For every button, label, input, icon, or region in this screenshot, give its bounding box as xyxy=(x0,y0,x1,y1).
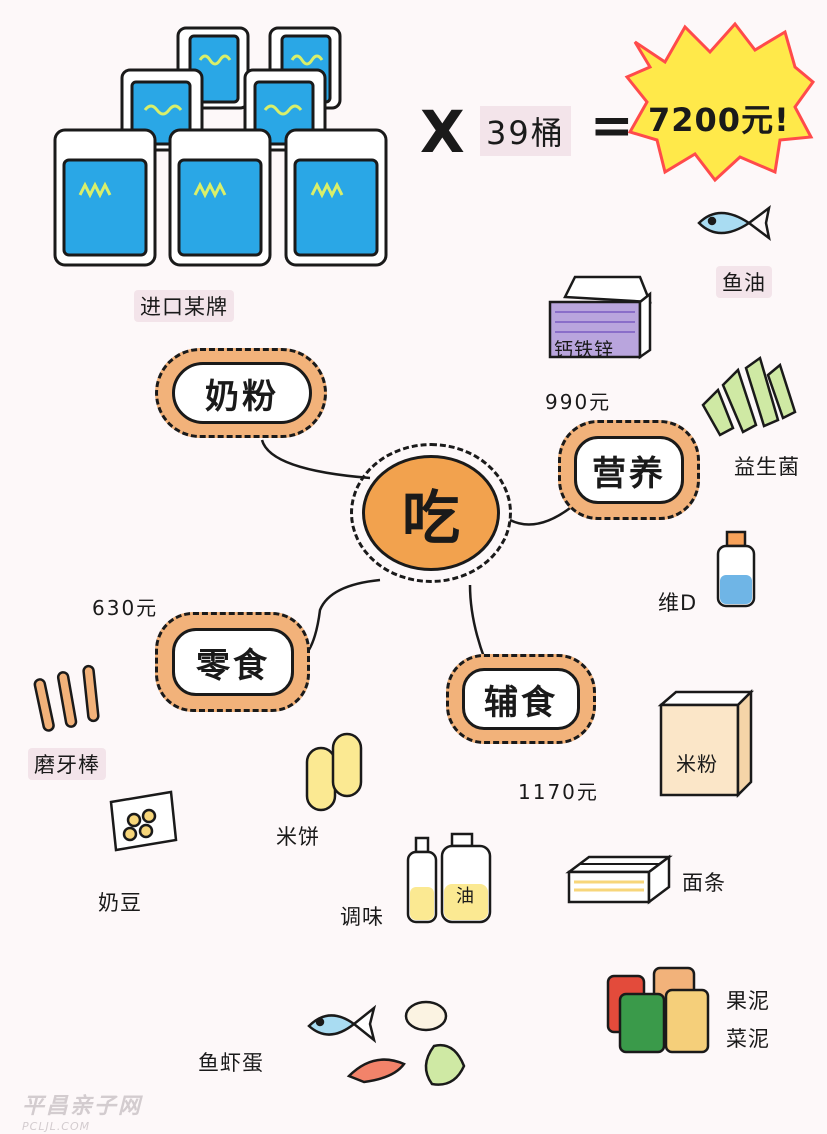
fish-shrimp-egg-label: 鱼虾蛋 xyxy=(198,1051,264,1075)
mineral-box-icon xyxy=(548,275,652,360)
snack-node-label: 零食 xyxy=(196,645,270,686)
center-node: 吃 xyxy=(362,455,500,571)
mineral-price: 990元 xyxy=(545,390,612,414)
nutrition-node: 营养 xyxy=(574,436,684,504)
milk-node-label: 奶粉 xyxy=(205,376,279,417)
fish-oil-label: 鱼油 xyxy=(716,266,772,298)
center-label: 吃 xyxy=(401,484,460,552)
vitamin-d-bottle-icon xyxy=(716,530,756,608)
complement-node: 辅食 xyxy=(462,668,580,730)
fish-icon xyxy=(697,205,771,241)
puree-jars-icon xyxy=(606,966,710,1054)
complement-price: 1170元 xyxy=(518,780,599,804)
noodles-icon xyxy=(565,854,673,905)
total-price: 7200元! xyxy=(648,101,790,139)
rice-cake-label: 米饼 xyxy=(276,825,320,849)
fruit-puree-label: 果泥 xyxy=(726,989,770,1013)
rice-cake-icon xyxy=(305,732,363,812)
watermark: 平昌亲子网 PCLJL.COM xyxy=(22,1088,142,1133)
fish-shrimp-egg-icon xyxy=(307,1000,466,1086)
mineral-box-label: 钙铁锌 xyxy=(554,339,615,361)
veg-puree-label: 菜泥 xyxy=(726,1027,770,1051)
probiotic-sachets-icon xyxy=(701,355,797,437)
equals-sign: = xyxy=(590,96,634,156)
nutrition-node-label: 营养 xyxy=(592,453,666,494)
milk-node: 奶粉 xyxy=(172,362,312,424)
teething-stick-icon xyxy=(33,664,100,732)
vitamin-d-label: 维D xyxy=(658,591,698,615)
seasoning-bottles-icon xyxy=(406,832,492,924)
probiotic-label: 益生菌 xyxy=(734,455,800,479)
yogurt-melts-icon xyxy=(109,790,178,852)
brand-label: 进口某牌 xyxy=(134,290,234,322)
snack-price: 630元 xyxy=(92,596,159,620)
center-node-ring xyxy=(350,443,512,583)
oil-bottle-label: 油 xyxy=(456,886,474,907)
burst-shape xyxy=(624,21,816,183)
yogurt-melts-label: 奶豆 xyxy=(98,891,142,915)
seasoning-label: 调味 xyxy=(340,905,384,929)
noodles-label: 面条 xyxy=(682,871,726,895)
watermark-en: PCLJL.COM xyxy=(22,1120,91,1133)
quantity-label: 39桶 xyxy=(480,106,571,156)
teething-stick-label: 磨牙棒 xyxy=(28,748,106,780)
rice-cereal-box-icon xyxy=(657,688,755,799)
complement-node-label: 辅食 xyxy=(484,682,558,723)
snack-node: 零食 xyxy=(172,628,294,696)
milk-cans-illustration xyxy=(53,26,388,267)
watermark-cn: 平昌亲子网 xyxy=(22,1094,143,1119)
rice-cereal-box-label: 米粉 xyxy=(676,752,718,776)
multiply-sign: X xyxy=(420,98,465,166)
